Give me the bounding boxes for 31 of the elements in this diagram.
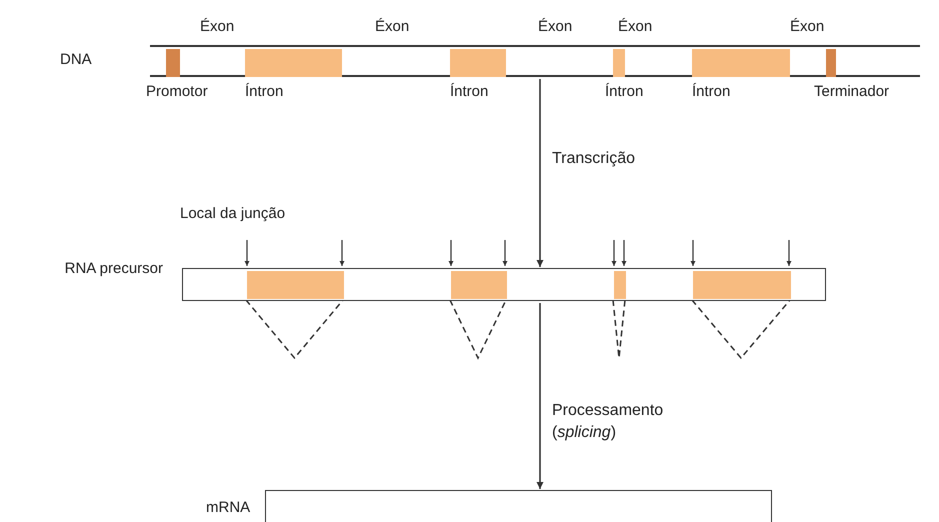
segment-label: RNA precursor <box>64 259 163 279</box>
splice-site-arrow <box>244 240 250 266</box>
exon-label: Éxon <box>790 18 824 35</box>
intron-segment <box>614 271 626 299</box>
edge-label: Transcrição <box>552 149 636 169</box>
segment-label: Promotor <box>146 83 208 100</box>
segment-label: Íntron <box>692 83 730 100</box>
process-arrow <box>536 303 544 489</box>
process-arrow <box>536 79 544 267</box>
intron-segment <box>247 271 344 299</box>
exon-label: Éxon <box>538 18 572 35</box>
splice-site-arrow <box>786 240 792 266</box>
splice-site-arrow <box>448 240 454 266</box>
splice-site-arrow <box>690 240 696 266</box>
exon-label: Éxon <box>375 18 410 35</box>
exon-label: Éxon <box>200 18 234 35</box>
segment-label: Íntron <box>605 83 644 100</box>
intron-segment <box>693 271 791 299</box>
exon-label: Éxon <box>618 18 652 35</box>
segment-label: Íntron <box>245 83 284 100</box>
splice-site-arrow <box>622 240 626 266</box>
segment-label: DNA <box>60 51 92 68</box>
splice-site-arrow <box>340 240 344 266</box>
segment-label: mRNA <box>206 499 250 516</box>
edge-label: Processamento (splicing) <box>552 401 664 443</box>
splice-site-arrow <box>502 240 508 266</box>
intron-segment <box>451 271 507 299</box>
splice-site-label: Local da junção <box>180 205 286 222</box>
splice-site-arrow <box>612 240 616 266</box>
segment-label: Terminador <box>814 83 890 100</box>
segment-label: Íntron <box>450 83 488 100</box>
